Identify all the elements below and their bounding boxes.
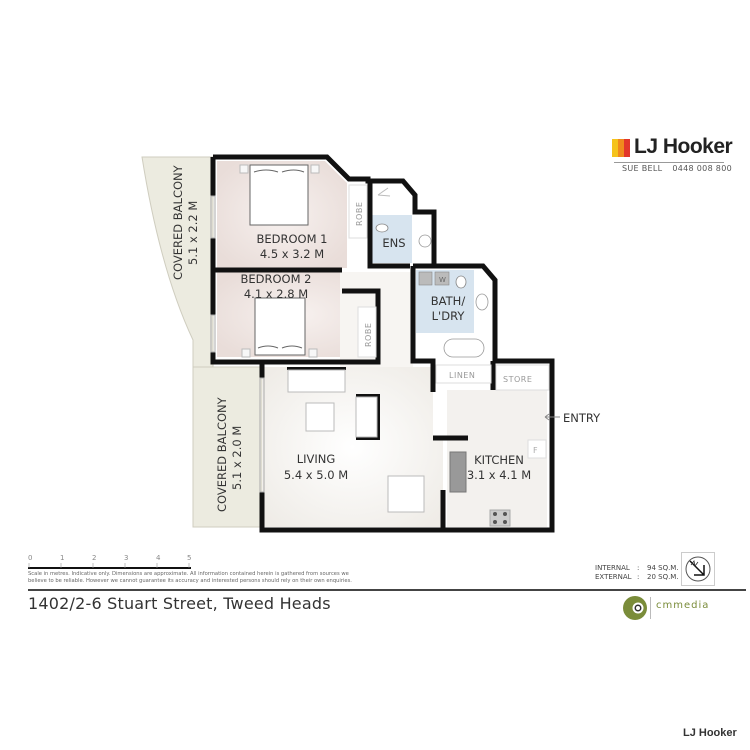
linen-cupboard (435, 364, 492, 384)
cmmedia-logo-icon (623, 596, 647, 620)
scale-tick-1: 1 (60, 554, 64, 562)
logo-color-bars (612, 139, 630, 157)
bathtub-icon (443, 338, 485, 358)
scale-tick-0: 0 (28, 554, 32, 562)
bedroom2-dims: 4.1 x 2.8 M (244, 287, 308, 301)
footer-brand: LJ Hooker (683, 727, 737, 739)
living-partition-bottom (356, 437, 380, 440)
living-dims: 5.4 x 5.0 M (284, 468, 348, 482)
disclaimer-text: Scale in metres. Indicative only. Dimens… (28, 571, 352, 584)
fridge-label: F (533, 446, 538, 455)
bed-bedroom2 (241, 297, 318, 358)
store-cupboard (495, 364, 550, 391)
ensuite-toilet-icon (375, 223, 389, 233)
balcony1-dims: 5.1 x 2.2 M (186, 201, 200, 265)
logo-divider (614, 162, 724, 163)
store-label: STORE (503, 375, 532, 384)
property-address: 1402/2-6 Stuart Street, Tweed Heads (28, 594, 331, 613)
kitchen-name: KITCHEN (474, 453, 524, 467)
window-frames (210, 195, 265, 493)
living-top-wall-left (287, 367, 346, 370)
robe-bedroom1-label: ROBE (355, 202, 364, 226)
laundry-name: L'DRY (432, 309, 466, 323)
bedroom2-name: BEDROOM 2 (241, 272, 312, 286)
living-partition (377, 394, 380, 439)
cooktop-icon (489, 509, 511, 527)
burner-icon (503, 512, 507, 516)
agency-name: LJ Hooker (634, 135, 733, 158)
agency-logo: LJ Hooker SUE BELL 0448 008 800 (612, 135, 733, 177)
balcony2-name: COVERED BALCONY (215, 396, 229, 512)
area-value: 20 SQ.M. (647, 573, 679, 581)
compass-icon (685, 556, 711, 582)
footer-divider (28, 589, 746, 591)
ensuite-basin-icon (418, 234, 432, 248)
kitchen-dims: 3.1 x 4.1 M (467, 468, 531, 482)
area-row-internal: INTERNAL:94 SQ.M. (595, 564, 679, 572)
entry-arrow-icon (544, 413, 560, 421)
area-label: EXTERNAL (595, 573, 632, 581)
sofa-icon (287, 369, 346, 393)
scale-tick-2: 2 (92, 554, 96, 562)
ensuite-area (372, 215, 412, 263)
scale-tick-4: 4 (156, 554, 161, 562)
north-compass (681, 552, 715, 586)
floor-plan: ROBE ROBE W LINEN STORE F BEDROOM 1 4.5 … (141, 154, 601, 533)
washer-icon (434, 271, 450, 286)
bath-basin-icon (475, 293, 489, 311)
bath-name: BATH/ (431, 294, 466, 308)
scale-tick-5: 5 (187, 554, 191, 562)
area-row-external: EXTERNAL:20 SQ.M. (595, 573, 679, 581)
logo-bar-yellow (612, 139, 618, 157)
armchair-icon (355, 396, 378, 438)
fridge-icon (527, 439, 547, 459)
ensuite-name: ENS (382, 236, 405, 250)
living-top-wall-right (356, 394, 378, 397)
sink-icon (449, 451, 467, 493)
bedroom1-dims: 4.5 x 3.2 M (260, 247, 324, 261)
burner-icon (493, 520, 497, 524)
laundry-tub-icon (418, 271, 433, 286)
area-label: INTERNAL (595, 564, 630, 572)
robe-bedroom1 (348, 184, 368, 239)
agent-contact: SUE BELL 0448 008 800 (622, 164, 732, 173)
coffee-table-icon (305, 402, 335, 432)
dining-table-icon (387, 475, 425, 513)
robe-bedroom2-label: ROBE (364, 323, 373, 347)
producer-name: cmmedia (656, 600, 710, 611)
area-value: 94 SQ.M. (647, 564, 679, 572)
burner-icon (493, 512, 497, 516)
bath-toilet-icon (455, 275, 467, 289)
walls (210, 154, 555, 533)
entry-label: ENTRY (563, 411, 601, 425)
bed-bedroom1 (239, 164, 320, 226)
logo-bar-red (624, 139, 630, 157)
robe-bedroom2 (357, 306, 377, 358)
area-summary: INTERNAL:94 SQ.M. EXTERNAL:20 SQ.M. (595, 564, 679, 582)
balcony1-name: COVERED BALCONY (171, 164, 185, 280)
scale-bar: 0 1 2 3 4 5 (28, 554, 191, 569)
scale-tick-3: 3 (124, 554, 128, 562)
producer-logo-separator (650, 597, 651, 619)
balcony2-dims: 5.1 x 2.0 M (230, 426, 244, 490)
producer-logo: cmmedia (622, 593, 722, 623)
bedroom1-name: BEDROOM 1 (257, 232, 328, 246)
living-name: LIVING (297, 452, 336, 466)
agent-phone: 0448 008 800 (672, 164, 732, 173)
washer-label: W (439, 276, 446, 284)
logo-bar-orange (618, 139, 624, 157)
burner-icon (503, 520, 507, 524)
ensuite-shower-icon (377, 187, 391, 197)
balcony-upper (141, 156, 214, 368)
linen-label: LINEN (449, 371, 475, 380)
agent-name: SUE BELL (622, 164, 663, 173)
